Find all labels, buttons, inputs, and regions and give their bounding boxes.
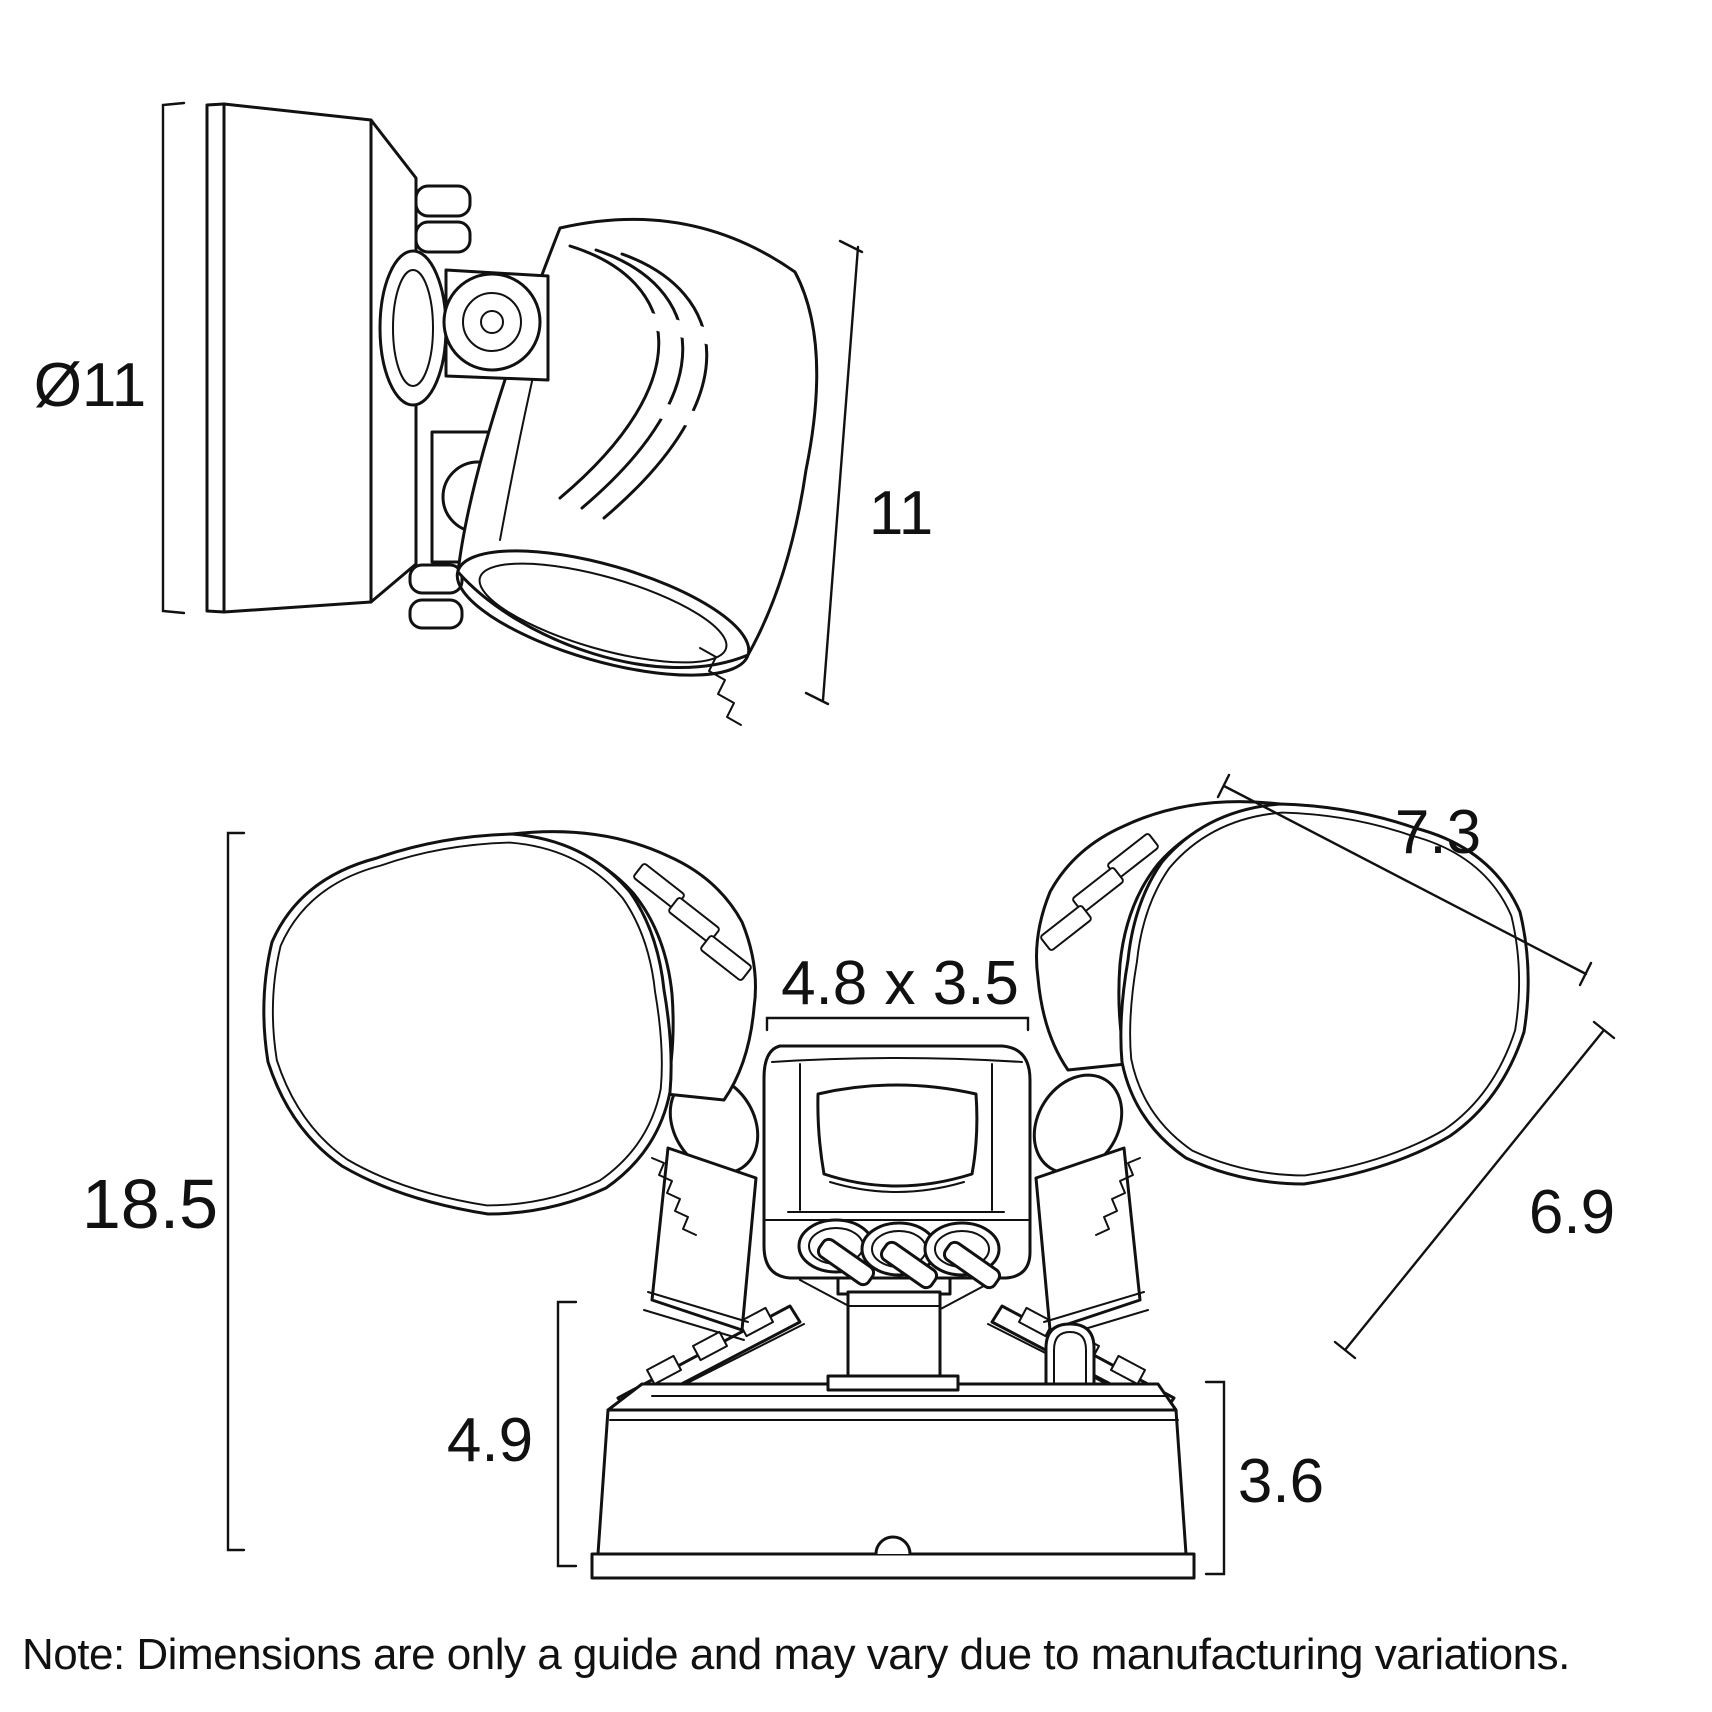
plate-screw [1110,1354,1146,1386]
sensor-stem [846,1290,942,1378]
dim-label-base-upper: 4.9 [447,1406,533,1475]
lower-clip-tab [408,598,464,630]
base-body [596,1408,1188,1556]
lower-clip-tab [408,563,464,595]
dim-label-head-width: 7.3 [1395,798,1481,867]
pivot-knob-outer [442,272,542,372]
base-upper-height-bracket [556,1300,578,1568]
head-face-rim-inner [478,562,728,664]
right-head-face [1119,802,1530,1186]
left-head-face-inner [271,841,663,1207]
cable-gland [1044,1322,1096,1390]
sensor-top-edge [771,1057,1023,1063]
disclaimer-note: Note: Dimensions are only a guide and ma… [22,1630,1570,1679]
overall-height-bracket [226,831,246,1552]
head-depth-dimension-line [1333,1020,1616,1360]
front-view-drawing: 18.5 7.3 6.9 4.8 x 3.5 4.9 3.6 [82,773,1616,1580]
sensor-window [816,1083,979,1188]
knob-lever [816,1237,876,1287]
right-head-shell [1035,800,1282,1072]
dim-label-head-height: 11 [869,479,933,548]
head-face-rim-outer [455,549,751,677]
sensor-panel-lines [765,1063,1029,1221]
left-head-face [262,832,673,1216]
sensor-size-bracket [765,1016,1030,1032]
vent-rib-bridge [651,400,727,436]
vent-rib-bridge [639,310,715,346]
upper-clip-tab [414,184,472,218]
adjustment-screw [699,647,742,726]
head-width-dimension-line [1216,773,1593,987]
vent-rib [580,248,685,510]
pivot-knob-mid [462,292,522,352]
pivot-knob-center [480,310,504,334]
sensor-window-lip [829,1181,965,1193]
left-arm [650,1146,758,1332]
plate-screw [692,1330,728,1362]
backplate-rim [205,102,226,614]
vent-slot [1040,905,1092,951]
diameter-dimension-bracket [161,101,186,615]
right-arm-assembly [1032,1073,1149,1341]
dim-label-head-depth: 6.9 [1529,1178,1615,1247]
left-arm-cuff [643,1291,749,1341]
vent-slot [700,935,752,981]
plate-screw [646,1354,682,1386]
side-view-drawing: Ø11 11 [34,101,933,726]
vent-rib [558,244,661,500]
base-lower-height-bracket [1204,1380,1226,1576]
left-arm-serration [651,1157,697,1236]
knob-lever [879,1240,939,1290]
vent-slot [1072,867,1124,913]
knuckle-collar-inner [392,269,434,387]
cable-gland-inner [1053,1331,1087,1389]
vent-slot [668,897,720,943]
knob-lever [942,1240,1002,1290]
right-lamp-head [1035,800,1530,1186]
head-height-dimension-line [804,239,864,706]
dim-label-base-lower: 3.6 [1238,1447,1324,1516]
upper-clip-tab [414,220,472,254]
base-bottom-flange [590,1552,1196,1580]
right-ball-joint [1032,1073,1124,1175]
left-lamp-head [262,830,757,1216]
knuckle-collar-outer [378,249,448,407]
right-arm [1034,1146,1142,1332]
sensor-stem-foot [826,1374,960,1392]
dim-label-sensor-size: 4.8 x 3.5 [781,949,1019,1018]
sensor-knobs [797,1218,1002,1290]
mounting-base [590,1382,1196,1580]
vent-rib [602,252,709,520]
backplate-body [222,102,373,614]
pir-sensor [762,1044,1032,1290]
right-head-face-inner [1129,811,1521,1177]
left-arm-assembly [643,1073,760,1341]
right-arm-serration [1095,1157,1141,1236]
left-head-shell [510,830,757,1102]
dim-label-overall-height: 18.5 [82,1165,218,1243]
dim-label-diameter: Ø11 [34,351,147,420]
cable-entry-dome [874,1535,912,1556]
